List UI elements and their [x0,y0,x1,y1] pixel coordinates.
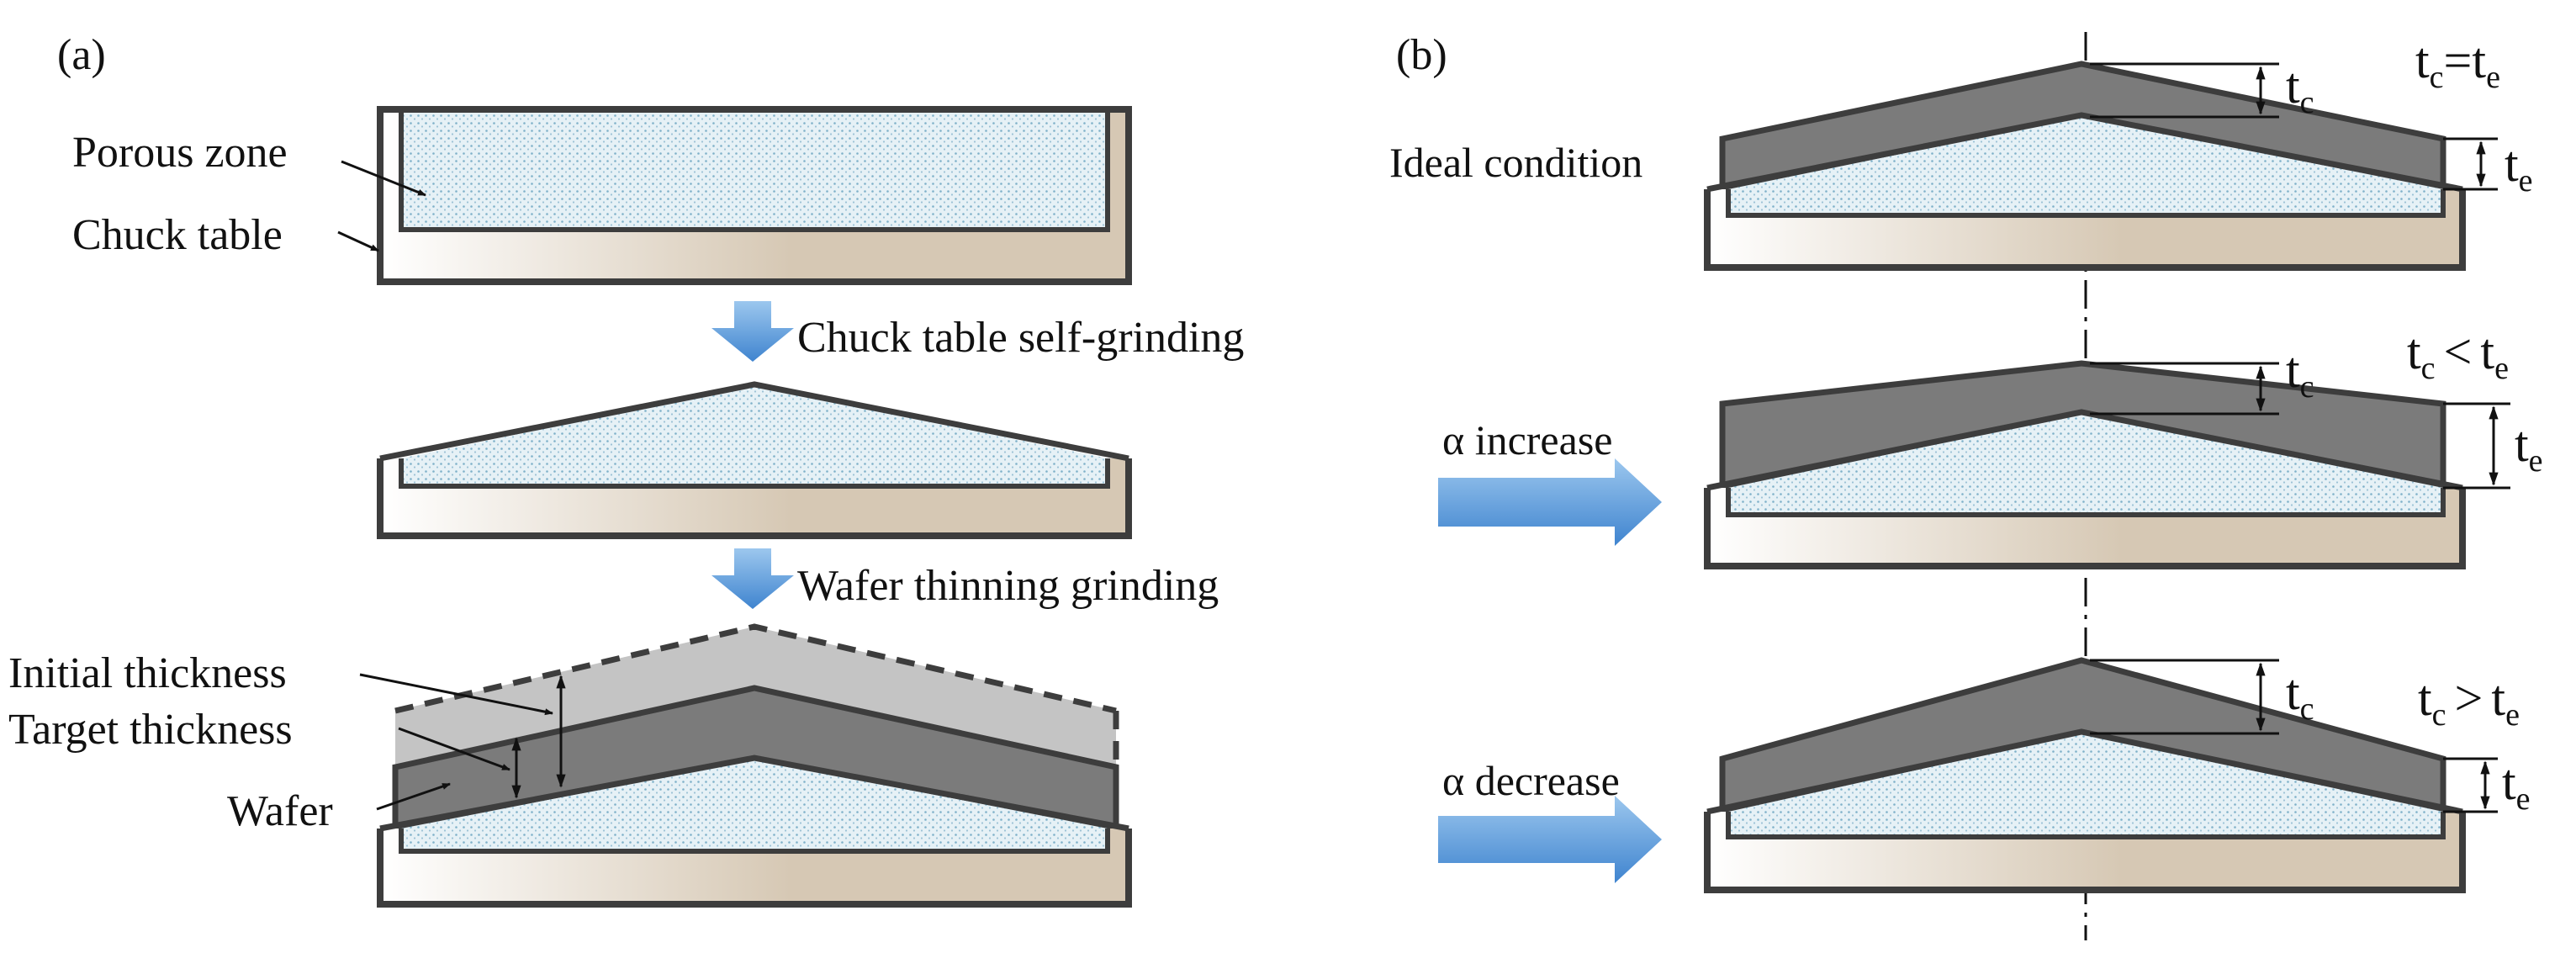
panel-a-label: (a) [57,31,106,79]
initial-wafer [395,627,1116,767]
te-label: te [2515,416,2543,479]
tc-label: tc [2286,342,2314,405]
chuck-table-with-wafer [377,623,1132,908]
ideal-relation-label: tc=te [2415,33,2500,95]
tc-label: tc [2286,58,2314,120]
wafer-leader [376,782,451,811]
increase-relation-label: tc<te [2407,324,2509,386]
porous-zone-label: Porous zone [72,129,288,177]
panel-a: (a) Porous zone Chuck table Chuck table … [8,31,1244,908]
alpha-increase-label: α increase [1442,416,1612,463]
down-arrow-icon [711,301,794,362]
ideal-condition-label: Ideal condition [1389,139,1642,186]
right-arrow-icon [1438,458,1662,546]
chuck-table-label: Chuck table [72,211,283,259]
target-thickness-label: Target thickness [8,706,293,754]
step-wafer-thinning-label: Wafer thinning grinding [797,562,1219,610]
porous-zone [401,109,1108,230]
te-label: te [2505,136,2533,199]
wafer-label: Wafer [227,787,333,835]
porous-zone-under-wafer [401,760,1108,851]
panel-b: (b) Ideal condition tc te tc=te [1389,31,2543,940]
te-label: te [2502,754,2531,817]
alpha-decrease-label: α decrease [1442,757,1620,804]
step-self-grinding-label: Chuck table self-grinding [797,314,1244,362]
initial-thickness-leader [359,673,553,716]
target-thickness-leader [398,727,510,771]
chuck-table-leader [337,230,379,252]
alpha-increase-assembly [1704,360,2510,569]
initial-thickness-label: Initial thickness [8,649,287,697]
ideal-condition-assembly [1704,61,2498,271]
chuck-table-ground [377,381,1132,539]
right-arrow-icon [1438,796,1662,883]
panel-b-label: (b) [1396,31,1447,79]
porous-zone [1728,117,2443,215]
porous-zone-cone [401,385,1108,486]
chuck-table-flat [377,106,1132,285]
porous-zone [1728,733,2443,837]
decrease-relation-label: tc>te [2418,670,2520,733]
tc-label: tc [2286,664,2314,727]
porous-zone [1728,414,2443,515]
down-arrow-icon [711,548,794,609]
alpha-decrease-assembly [1704,657,2498,893]
porous-zone-leader [341,160,426,197]
